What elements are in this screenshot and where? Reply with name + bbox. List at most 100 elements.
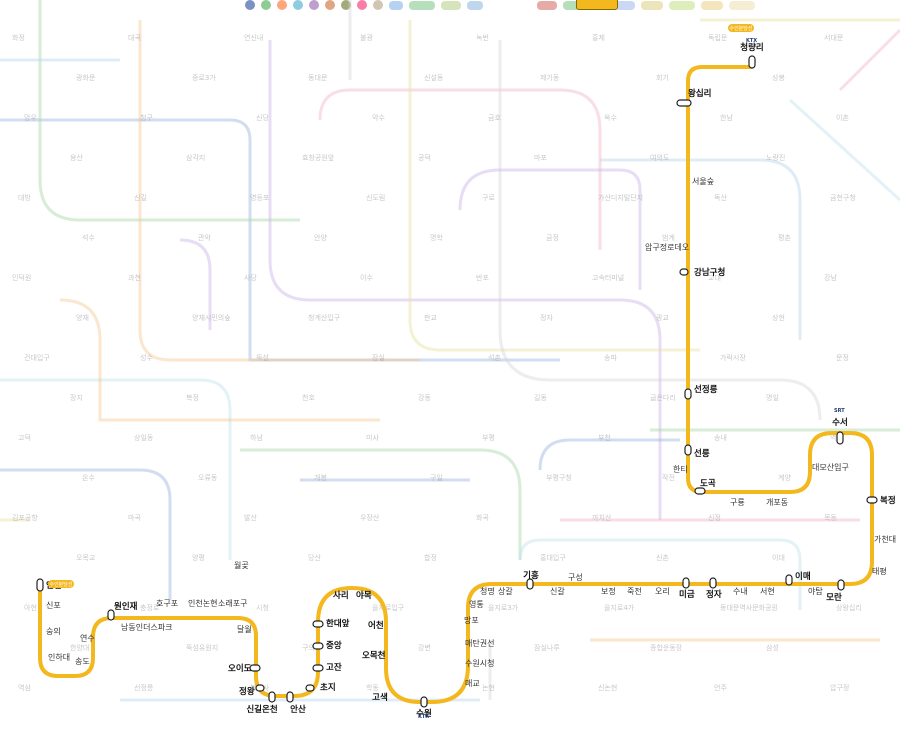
srt-logo: SRT xyxy=(834,408,845,414)
background-station-label: 화정 xyxy=(12,33,25,42)
station-marker-giheung[interactable] xyxy=(526,578,534,590)
line-9-tab[interactable] xyxy=(373,0,383,10)
background-station-label: 한양대 xyxy=(70,644,89,652)
line-tab[interactable] xyxy=(537,0,557,10)
station-label-minor: 신갈 xyxy=(550,587,565,596)
station-label-major: 복정 xyxy=(880,495,896,506)
line-tab[interactable] xyxy=(409,0,435,10)
station-label-minor: 숭의 xyxy=(46,626,61,636)
background-station-label: 녹번 xyxy=(476,33,489,42)
background-station-label: 삼성 xyxy=(766,643,779,652)
station-marker-wangsimni[interactable] xyxy=(676,99,692,107)
station-marker-handae-ap[interactable] xyxy=(312,620,324,628)
line-tab[interactable] xyxy=(729,0,755,10)
station-label-major: 수원 xyxy=(416,708,432,719)
background-station-label: 명학 xyxy=(430,233,443,242)
station-label-major: 왕십리 xyxy=(688,88,711,99)
station-marker-dogok[interactable] xyxy=(694,487,706,495)
background-station-label: 을지로입구 xyxy=(372,603,405,612)
background-station-label: 동대문역사문화공원 xyxy=(720,603,778,612)
background-station-label: 고속터미널 xyxy=(592,273,624,282)
background-station-label: 교대 xyxy=(708,274,721,282)
background-station-label: 구의 xyxy=(302,643,315,652)
background-station-label: 송내 xyxy=(714,433,727,442)
background-line xyxy=(458,168,642,290)
station-marker-jungang[interactable] xyxy=(312,642,324,650)
line-tab[interactable] xyxy=(669,0,695,10)
background-station-label: 관악 xyxy=(198,233,211,242)
background-station-label: 신도림 xyxy=(366,193,385,202)
line-5-tab[interactable] xyxy=(309,0,319,10)
station-marker-seolleung[interactable] xyxy=(684,444,692,456)
background-station-label: 양재 xyxy=(76,314,89,322)
station-label-major: 수서 xyxy=(832,417,848,428)
station-label-major: 이매 xyxy=(795,571,811,582)
station-marker-imae[interactable] xyxy=(785,574,793,586)
station-marker-singil-oncheon[interactable] xyxy=(268,691,276,703)
station-marker-moran[interactable] xyxy=(837,579,845,591)
station-label-minor: 한티 xyxy=(673,465,688,474)
station-marker-gojan[interactable] xyxy=(312,664,324,672)
station-marker-oido[interactable] xyxy=(249,664,261,672)
line-3-tab[interactable] xyxy=(277,0,287,10)
station-marker-woninjae[interactable] xyxy=(107,609,115,621)
line-2-tab[interactable] xyxy=(261,0,271,10)
background-station-label: 홍대입구 xyxy=(540,553,566,562)
background-station-label: 약수 xyxy=(372,113,385,122)
line-tab[interactable] xyxy=(389,0,403,10)
station-label-major: 청량리 xyxy=(740,42,763,53)
station-label-minor: 송도 xyxy=(75,657,90,666)
station-label-major: 신길온천 xyxy=(246,704,277,715)
background-station-label: 잠실 xyxy=(372,353,385,362)
station-marker-seonjeongneung[interactable] xyxy=(684,388,692,400)
background-station-label: 상일동 xyxy=(134,433,154,442)
station-marker-cheongnyangni[interactable] xyxy=(748,55,756,69)
background-station-label: 신설동 xyxy=(424,73,444,82)
station-markers[interactable] xyxy=(36,55,878,708)
background-station-label: 상봉 xyxy=(772,73,785,82)
station-label-major: 도곡 xyxy=(700,479,716,489)
station-label-minor: 서현 xyxy=(760,587,775,596)
background-station-label: 미사 xyxy=(366,433,379,442)
line-tab[interactable] xyxy=(467,0,483,10)
line-1-tab[interactable] xyxy=(245,0,255,10)
station-label-major: 정자 xyxy=(706,589,722,600)
line-tab[interactable] xyxy=(441,0,461,10)
station-marker-suseo[interactable] xyxy=(836,431,844,445)
line-8-tab[interactable] xyxy=(357,0,367,10)
background-station-label: 마포 xyxy=(534,153,547,162)
line-tab[interactable] xyxy=(615,0,635,10)
station-marker-jeongja[interactable] xyxy=(709,577,717,589)
line-tab[interactable] xyxy=(641,0,663,10)
station-marker-ansan[interactable] xyxy=(286,691,294,703)
background-line xyxy=(138,20,420,362)
background-station-label: 양평 xyxy=(192,553,205,562)
active-line-tab[interactable] xyxy=(576,0,618,10)
station-marker-gangnam-gu-office[interactable] xyxy=(679,268,689,276)
line-7-tab[interactable] xyxy=(341,0,351,10)
station-label-minor: 태평 xyxy=(872,566,887,576)
station-label-minor: 구룡 xyxy=(730,498,745,507)
station-marker-suwon[interactable] xyxy=(420,696,428,708)
line-6-tab[interactable] xyxy=(325,0,335,10)
station-marker-migeum[interactable] xyxy=(682,577,690,589)
background-station-label: 까치산 xyxy=(592,513,612,522)
background-station-label: 발산 xyxy=(244,513,257,522)
station-marker-bokjeong[interactable] xyxy=(866,496,878,504)
station-label-major: 모란 xyxy=(826,592,842,603)
line-tab[interactable] xyxy=(701,0,723,10)
station-label-minor: 서울숲 xyxy=(692,177,714,186)
line-4-tab[interactable] xyxy=(293,0,303,10)
station-marker-jeongwang[interactable] xyxy=(255,684,265,692)
background-station-label: 노량진 xyxy=(766,153,785,162)
station-label-major: 중앙 xyxy=(326,640,342,651)
station-marker-choji[interactable] xyxy=(305,684,315,692)
background-station-label: 신정 xyxy=(708,513,721,522)
station-label-minor: 신포 xyxy=(46,601,61,610)
background-station-label: 잠실나루 xyxy=(534,643,560,652)
line-tab[interactable] xyxy=(563,0,581,10)
station-marker-incheon[interactable] xyxy=(36,578,44,592)
background-station-label: 신촌 xyxy=(656,553,669,562)
background-station-label: 종로3가 xyxy=(192,73,216,82)
